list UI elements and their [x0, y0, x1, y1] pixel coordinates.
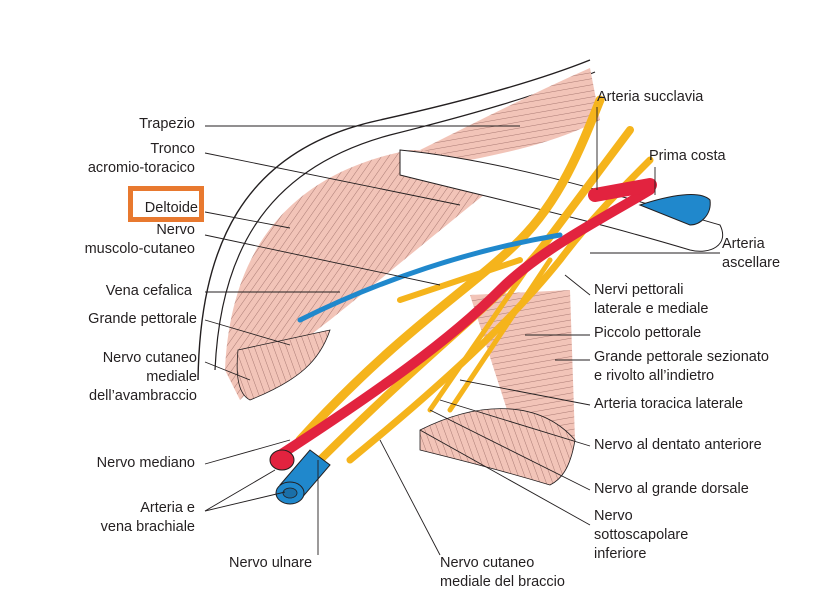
- label-vena-cefalica: Vena cefalica: [105, 283, 192, 299]
- label-arteria-succlavia: Arteria succlavia: [597, 89, 704, 105]
- label-piccolo-pettorale: Piccolo pettorale: [594, 325, 702, 341]
- deltoid-muscle: [225, 150, 490, 400]
- pectoralis-major-muscle: [236, 329, 331, 401]
- leader-lines: [204, 107, 720, 556]
- body-outline: [197, 59, 591, 381]
- label-nervo-sottoscapolare: Nervo sottoscapolare inferiore: [594, 508, 689, 562]
- label-trapezio: Trapezio: [139, 116, 195, 132]
- label-nervo-cutaneo-avambraccio: Nervo cutaneo mediale dell’avambraccio: [89, 350, 197, 404]
- label-nervo-grande-dorsale: Nervo al grande dorsale: [594, 481, 749, 497]
- trapezius-muscle: [420, 68, 600, 160]
- highlight-box: [128, 186, 204, 222]
- subclavian-vein: [638, 194, 711, 226]
- label-nervo-mediano: Nervo mediano: [96, 455, 195, 471]
- label-arteria-vena-brachiale: Arteria e vena brachiale: [100, 500, 195, 535]
- pectoralis-major-reflected: [419, 408, 576, 486]
- label-nervi-pettorali: Nervi pettorali laterale e mediale: [594, 282, 709, 317]
- label-tronco-acromio-toracico: Tronco acromio-toracico: [87, 141, 195, 176]
- label-arteria-ascellare: Arteria ascellare: [722, 236, 781, 271]
- label-nervo-muscolo-cutaneo: Nervo muscolo-cutaneo: [84, 222, 195, 257]
- label-grande-pettorale: Grande pettorale: [88, 311, 197, 327]
- cephalic-vein: [297, 232, 563, 323]
- label-arteria-toracica-laterale: Arteria toracica laterale: [594, 396, 744, 412]
- clavicle: [399, 149, 724, 252]
- label-nervo-ulnare: Nervo ulnare: [229, 555, 313, 571]
- label-prima-costa: Prima costa: [649, 148, 726, 164]
- label-deltoide: Deltoide: [144, 200, 198, 216]
- brachial-artery-end: [269, 449, 295, 471]
- axillary-artery: [275, 185, 655, 460]
- label-nervo-cutaneo-braccio: Nervo cutaneo mediale del braccio: [440, 555, 565, 590]
- label-grande-pettorale-sezionato: Grande pettorale sezionato e rivolto all…: [594, 349, 769, 384]
- subclavian-artery: [588, 178, 657, 202]
- label-nervo-dentato-anteriore: Nervo al dentato anteriore: [594, 437, 762, 453]
